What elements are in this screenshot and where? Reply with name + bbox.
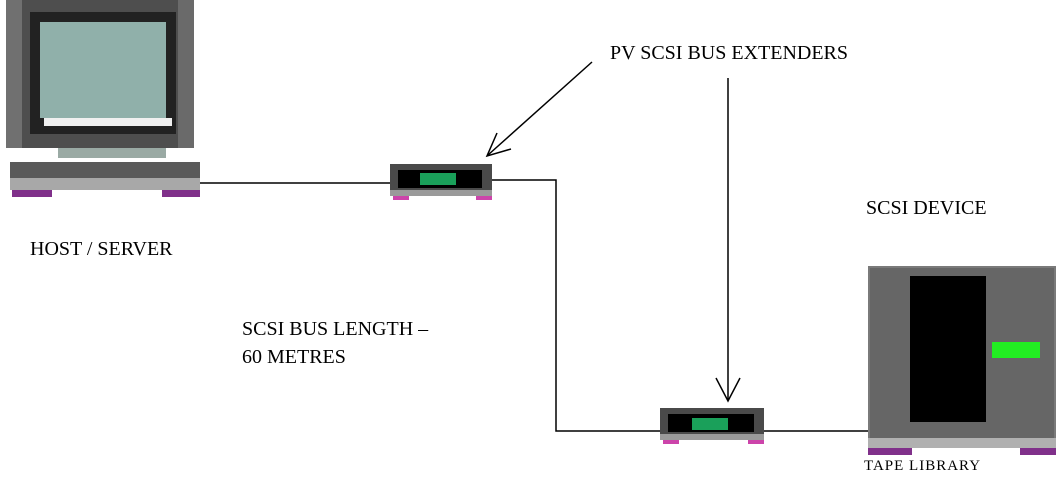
tape-library-indicator <box>992 342 1040 358</box>
cable-extender-1-to-extender-2 <box>492 179 660 432</box>
scsi-device-label: SCSI DEVICE <box>866 197 987 219</box>
host-computer-icon <box>6 0 200 197</box>
bus-length-label-line-2: 60 METRES <box>242 346 346 368</box>
extenders-label: PV SCSI BUS EXTENDERS <box>610 42 849 64</box>
scsi-bus-extender-2-icon <box>660 408 764 444</box>
tape-library-label: TAPE LIBRARY <box>864 458 982 474</box>
extender-2-window <box>692 418 728 430</box>
tape-library-slot <box>910 276 986 422</box>
host-foot-right <box>162 190 200 197</box>
scsi-cables <box>200 179 868 432</box>
callout-arrows <box>485 61 741 403</box>
arrow-to-extender-1 <box>487 61 593 156</box>
arrow-head-extender-1-icon <box>485 132 512 158</box>
extender-1-window <box>420 173 456 185</box>
scsi-bus-extender-1-icon <box>390 164 492 200</box>
arrow-head-extender-2-icon <box>715 377 741 403</box>
host-foot-left <box>12 190 52 197</box>
monitor-screen <box>40 22 166 118</box>
tape-library-foot-left <box>868 448 912 455</box>
tape-library-foot-right <box>1020 448 1056 455</box>
host-server-label: HOST / SERVER <box>30 238 173 260</box>
bus-length-label-line-1: SCSI BUS LENGTH – <box>242 318 429 340</box>
tape-library-icon <box>868 266 1056 455</box>
